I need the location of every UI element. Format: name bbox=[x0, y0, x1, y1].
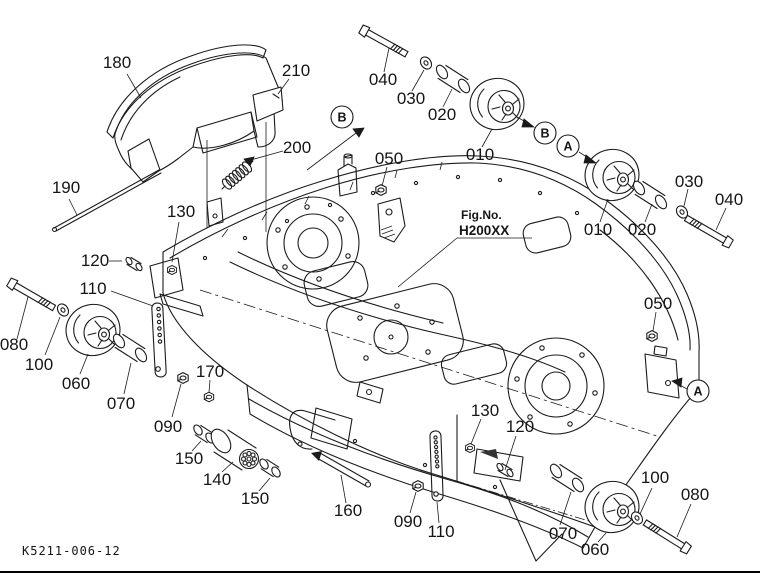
part-label-080b[interactable]: 080 bbox=[681, 485, 709, 504]
mower-deck-body bbox=[149, 153, 700, 562]
roller-140-assembly bbox=[191, 422, 283, 480]
discharge-cover-assembly bbox=[51, 44, 284, 233]
view-markers: B B A A bbox=[330, 105, 710, 403]
part-label-150b[interactable]: 150 bbox=[241, 489, 269, 508]
view-marker-a2-circle bbox=[686, 379, 710, 403]
bolt-080-right bbox=[641, 517, 693, 556]
view-marker-b1-letter: B bbox=[337, 111, 346, 125]
right-spindle bbox=[507, 337, 605, 435]
nut-090-left bbox=[177, 372, 189, 384]
bolt-080-left bbox=[5, 276, 58, 314]
view-marker-a2-letter: A bbox=[693, 385, 702, 399]
part-label-050b[interactable]: 050 bbox=[644, 294, 672, 313]
nut-050-front bbox=[375, 184, 387, 196]
hardware-parts bbox=[5, 23, 735, 556]
part-label-210[interactable]: 210 bbox=[282, 61, 310, 80]
part-labels: 180 210 200 190 130 120 110 040 030 020 … bbox=[0, 53, 743, 559]
spacer-020-front bbox=[433, 62, 473, 96]
center-spindle bbox=[326, 283, 464, 383]
bolt-040-front bbox=[357, 23, 410, 60]
part-label-090[interactable]: 090 bbox=[154, 417, 182, 436]
washer-100-left bbox=[54, 301, 72, 319]
gauge-wheel-060-right bbox=[579, 475, 645, 539]
spacer-020-rear bbox=[630, 178, 670, 212]
view-marker-a1-letter: A bbox=[563, 140, 572, 154]
gauge-wheel-010-front bbox=[464, 72, 530, 136]
part-label-100[interactable]: 100 bbox=[25, 355, 53, 374]
part-label-080[interactable]: 080 bbox=[0, 335, 28, 354]
view-marker-b2-circle bbox=[533, 121, 557, 145]
pin-120-left bbox=[124, 255, 144, 273]
highlighted-part-cover-180[interactable] bbox=[114, 52, 283, 176]
part-label-030[interactable]: 030 bbox=[397, 89, 425, 108]
part-label-090b[interactable]: 090 bbox=[394, 512, 422, 531]
leader-lines bbox=[16, 47, 727, 543]
part-label-020b[interactable]: 020 bbox=[628, 220, 656, 239]
part-label-030b[interactable]: 030 bbox=[675, 172, 703, 191]
part-label-130[interactable]: 130 bbox=[167, 202, 195, 221]
part-label-060b[interactable]: 060 bbox=[581, 540, 609, 559]
part-label-200[interactable]: 200 bbox=[283, 138, 311, 157]
part-label-160[interactable]: 160 bbox=[334, 501, 362, 520]
nut-130-center bbox=[465, 442, 475, 454]
bracket-110-center bbox=[429, 430, 444, 502]
part-label-110[interactable]: 110 bbox=[79, 279, 106, 298]
gauge-wheel-060-left bbox=[60, 298, 126, 362]
fig-no-label: Fig.No. bbox=[461, 208, 502, 222]
part-label-050[interactable]: 050 bbox=[375, 149, 403, 168]
bolt-040-rear bbox=[682, 212, 735, 250]
spacer-070-right bbox=[547, 461, 587, 495]
view-marker-a1-circle bbox=[556, 134, 580, 158]
nut-090-center bbox=[412, 480, 424, 492]
part-label-170[interactable]: 170 bbox=[196, 362, 224, 381]
part-label-010[interactable]: 010 bbox=[466, 145, 494, 164]
nut-170 bbox=[203, 391, 215, 403]
part-label-070b[interactable]: 070 bbox=[549, 524, 577, 543]
nut-050-rear bbox=[646, 330, 658, 342]
part-label-040b[interactable]: 040 bbox=[715, 190, 743, 209]
bracket-110-left bbox=[151, 302, 167, 378]
drawing-code: K5211-006-12 bbox=[22, 544, 121, 558]
part-label-140[interactable]: 140 bbox=[203, 470, 231, 489]
part-label-120b[interactable]: 120 bbox=[506, 417, 534, 436]
washer-030-front bbox=[417, 54, 435, 72]
view-marker-b2-letter: B bbox=[540, 127, 549, 141]
part-label-120[interactable]: 120 bbox=[81, 251, 109, 270]
bolt-130-left bbox=[167, 264, 177, 276]
part-label-190[interactable]: 190 bbox=[52, 178, 80, 197]
view-marker-b1-circle bbox=[330, 105, 354, 129]
part-label-150[interactable]: 150 bbox=[175, 449, 203, 468]
part-label-040[interactable]: 040 bbox=[369, 70, 397, 89]
part-label-060[interactable]: 060 bbox=[62, 374, 90, 393]
part-label-020[interactable]: 020 bbox=[428, 105, 456, 124]
part-label-180[interactable]: 180 bbox=[103, 53, 131, 72]
gauge-wheel-010-rear bbox=[579, 143, 645, 207]
fig-no-value: H200XX bbox=[459, 223, 509, 238]
part-label-100b[interactable]: 100 bbox=[641, 468, 669, 487]
washer-030-rear bbox=[673, 203, 691, 221]
part-label-070[interactable]: 070 bbox=[107, 394, 135, 413]
rod-160 bbox=[311, 451, 372, 488]
part-label-010b[interactable]: 010 bbox=[584, 220, 612, 239]
part-label-110b[interactable]: 110 bbox=[427, 522, 454, 541]
spacer-070-left bbox=[110, 331, 150, 365]
left-spindle bbox=[266, 196, 360, 290]
rod-190 bbox=[51, 169, 162, 233]
page-bottom-border bbox=[0, 571, 760, 573]
spring-200 bbox=[221, 160, 254, 190]
part-label-130b[interactable]: 130 bbox=[471, 401, 499, 420]
